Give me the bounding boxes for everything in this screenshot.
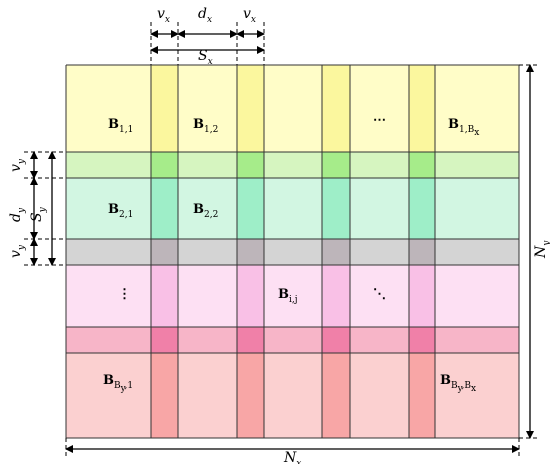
row-band bbox=[66, 65, 519, 152]
block-label: BBy,1 bbox=[103, 373, 133, 394]
block-label: ⋮ bbox=[118, 287, 131, 302]
column-strip-cell bbox=[151, 353, 178, 438]
column-strip-cell bbox=[237, 353, 264, 438]
column-strip-cell bbox=[237, 265, 264, 327]
dx-label: dx bbox=[198, 6, 212, 25]
column-strip-cell bbox=[151, 178, 178, 239]
column-strip-cell bbox=[409, 65, 435, 152]
column-strip-cell bbox=[409, 265, 435, 327]
column-strip-cell bbox=[237, 178, 264, 239]
column-strip-cell bbox=[409, 239, 435, 265]
grid-lines bbox=[65, 64, 520, 439]
column-strip-cell bbox=[237, 239, 264, 265]
Ny-label: Ny bbox=[533, 240, 550, 259]
row-band bbox=[66, 239, 519, 265]
column-strip-cell bbox=[322, 327, 350, 353]
Sy-label: Sy bbox=[29, 206, 48, 222]
row-bands bbox=[66, 65, 519, 438]
column-strip-cell bbox=[409, 152, 435, 178]
block-label: B1,1 bbox=[108, 117, 133, 135]
column-strip-cell bbox=[322, 265, 350, 327]
dimension-arrows bbox=[30, 30, 534, 453]
column-strip-cell bbox=[409, 327, 435, 353]
block-label: ⋯ bbox=[373, 113, 386, 128]
block-label: B1,Bx bbox=[448, 117, 479, 138]
row-band bbox=[66, 353, 519, 438]
block-label: ⋱ bbox=[373, 287, 386, 302]
column-strip-cell bbox=[322, 353, 350, 438]
dimension-labels: vxdxvxSxvydyvySyNyNx bbox=[8, 6, 550, 464]
column-strip-cell bbox=[409, 178, 435, 239]
column-strip-cell bbox=[151, 239, 178, 265]
column-strip-cell bbox=[322, 239, 350, 265]
block-label: B2,2 bbox=[193, 202, 218, 220]
row-band bbox=[66, 152, 519, 178]
column-strip-cell bbox=[237, 65, 264, 152]
Nx-label: Nx bbox=[283, 450, 301, 464]
vy-bottom-label: vy bbox=[8, 244, 27, 258]
block-label: B1,2 bbox=[193, 117, 218, 135]
row-band bbox=[66, 327, 519, 353]
column-strip-cell bbox=[151, 265, 178, 327]
row-band bbox=[66, 178, 519, 239]
vx-left-label: vx bbox=[157, 6, 170, 25]
column-strip-cell bbox=[237, 152, 264, 178]
column-strip-cell bbox=[322, 178, 350, 239]
row-band bbox=[66, 265, 519, 327]
Sx-label: Sx bbox=[198, 48, 213, 67]
block-label: B2,1 bbox=[108, 202, 133, 220]
column-strip-cell bbox=[322, 152, 350, 178]
block-label: Bi,j bbox=[278, 287, 298, 305]
vy-top-label: vy bbox=[8, 158, 27, 172]
column-strip-cell bbox=[151, 327, 178, 353]
vx-right-label: vx bbox=[243, 6, 256, 25]
column-strip-cell bbox=[237, 327, 264, 353]
column-strip-cell bbox=[409, 353, 435, 438]
column-strip-cell bbox=[151, 152, 178, 178]
column-strip-cell bbox=[322, 65, 350, 152]
column-strip-cell bbox=[151, 65, 178, 152]
dy-label: dy bbox=[8, 207, 27, 222]
column-strips bbox=[151, 65, 435, 438]
block-label: BBy,Bx bbox=[440, 373, 476, 394]
